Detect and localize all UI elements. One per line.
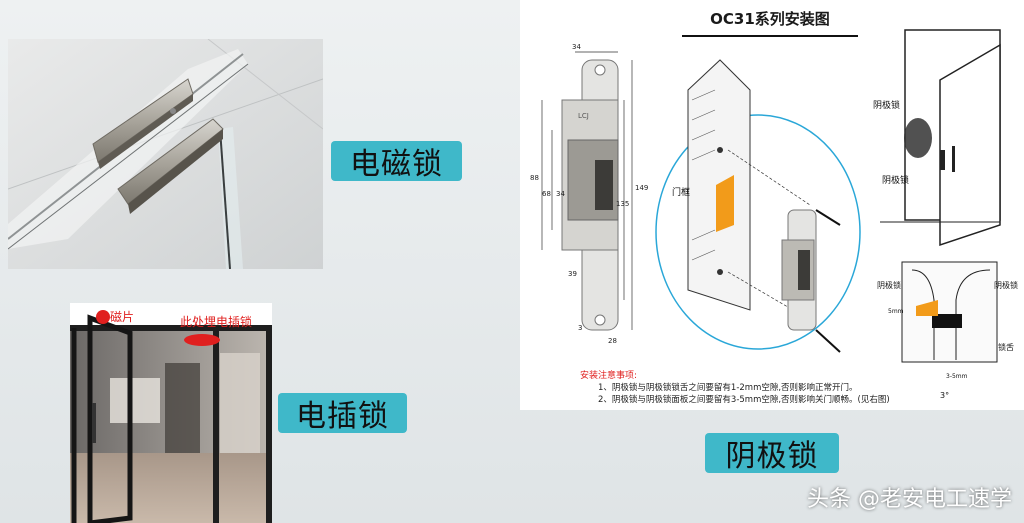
- svg-text:阴极锁: 阴极锁: [882, 174, 909, 186]
- note-2: 2、阴极锁与阴极锁面板之间要留有3-5mm空隙,否则影响关门顺畅。(见右图): [598, 394, 890, 405]
- note-1: 1、阴极锁与阴极锁锁舌之间要留有1-2mm空隙,否则影响正常开门。: [598, 382, 858, 393]
- watermark: 头条 @老安电工速学: [807, 487, 1012, 512]
- bolt-lock-photo: 磁片 此处埋电插锁: [70, 303, 272, 523]
- magnet-label: 磁片: [110, 309, 134, 324]
- installation-diagram: OC31系列安装图 LCJ 34 88 68 34 149 135 39 28 …: [520, 0, 1024, 410]
- svg-text:28: 28: [608, 337, 617, 345]
- frame-label: 门框: [672, 186, 690, 198]
- svg-text:34: 34: [556, 190, 565, 198]
- svg-text:34: 34: [572, 43, 581, 51]
- brand-mark-1: LCJ: [578, 112, 589, 120]
- maglock-label: 电磁锁: [331, 141, 462, 182]
- svg-text:3: 3: [578, 324, 582, 332]
- svg-text:阴极锁: 阴极锁: [873, 99, 900, 111]
- maglock-illustration: [8, 39, 323, 269]
- svg-text:88: 88: [530, 174, 539, 182]
- svg-text:5mm: 5mm: [888, 308, 904, 315]
- bolt-lock-label: 电插锁: [278, 393, 407, 434]
- svg-text:3°: 3°: [940, 391, 949, 400]
- diagram-title: OC31系列安装图: [710, 10, 830, 28]
- door-illustration: 磁片 此处埋电插锁: [70, 303, 272, 523]
- svg-text:149: 149: [635, 184, 648, 192]
- strike-lock-label: 阴极锁: [705, 433, 839, 474]
- svg-text:锁舌: 锁舌: [998, 342, 1014, 352]
- svg-text:135: 135: [616, 200, 629, 208]
- svg-text:39: 39: [568, 270, 577, 278]
- maglock-photo: [8, 39, 323, 269]
- svg-text:68: 68: [542, 190, 551, 198]
- svg-text:阴极锁: 阴极锁: [877, 280, 901, 290]
- svg-text:3-5mm: 3-5mm: [946, 373, 968, 380]
- diagram-drawing: OC31系列安装图 LCJ 34 88 68 34 149 135 39 28 …: [530, 10, 1018, 405]
- svg-text:阴极锁: 阴极锁: [994, 280, 1018, 290]
- embed-label: 此处埋电插锁: [180, 314, 252, 329]
- notes-title: 安装注意事项:: [580, 369, 637, 381]
